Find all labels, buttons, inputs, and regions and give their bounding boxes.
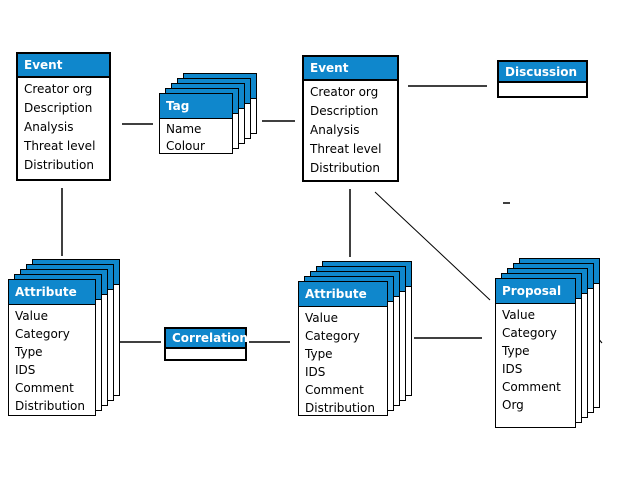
field-label: Category xyxy=(305,329,360,343)
field-label: Category xyxy=(15,327,70,341)
field-label: Comment xyxy=(15,381,74,395)
entity-body: Value Category Type IDS Comment Org xyxy=(496,304,575,414)
field-label: Comment xyxy=(502,380,561,394)
entity-title: Tag xyxy=(160,94,232,119)
field-label: Distribution xyxy=(305,401,376,415)
entity-attribute-left: Attribute Value Category Type IDS Commen… xyxy=(8,279,96,416)
entity-body xyxy=(499,83,586,94)
connector-eventcenter-proposal xyxy=(374,191,491,301)
entity-attribute-center: Attribute Value Category Type IDS Commen… xyxy=(298,281,388,416)
entity-proposal: Proposal Value Category Type IDS Comment… xyxy=(495,278,576,428)
entity-body xyxy=(166,349,245,359)
field-label: Name xyxy=(166,122,202,136)
field-label: Description xyxy=(310,104,379,118)
entity-body: Value Category Type IDS Comment Distribu… xyxy=(9,305,95,415)
field-label: Category xyxy=(502,326,557,340)
field-label: Creator org xyxy=(24,82,93,96)
field-label: Description xyxy=(24,101,93,115)
entity-title: Attribute xyxy=(299,282,387,307)
field-label: Distribution xyxy=(310,161,381,175)
entity-event-center: Event Creator org Description Analysis T… xyxy=(302,55,399,182)
field-label: Threat level xyxy=(310,142,382,156)
field-label: Analysis xyxy=(24,120,74,134)
field-label: IDS xyxy=(305,365,326,379)
field-label: Type xyxy=(15,345,43,359)
field-label: Distribution xyxy=(24,158,95,172)
entity-tag-stack: Tag Name Colour xyxy=(159,73,257,154)
field-label: Type xyxy=(305,347,333,361)
field-label: Type xyxy=(502,344,530,358)
field-label: Value xyxy=(305,311,338,325)
entity-title: Event xyxy=(18,54,109,78)
entity-body: Name Colour xyxy=(160,119,232,155)
field-label: Comment xyxy=(305,383,364,397)
entity-tag: Tag Name Colour xyxy=(159,93,233,154)
entity-title: Discussion xyxy=(499,62,586,83)
entity-body: Creator org Description Analysis Threat … xyxy=(304,81,397,178)
field-label: Value xyxy=(502,308,535,322)
entity-body: Value Category Type IDS Comment Distribu… xyxy=(299,307,387,417)
field-label: Colour xyxy=(166,139,205,153)
field-label: Analysis xyxy=(310,123,360,137)
entity-title: Proposal xyxy=(496,279,575,304)
field-label: Distribution xyxy=(15,399,86,413)
entity-proposal-stack: Proposal Value Category Type IDS Comment… xyxy=(495,258,600,428)
field-label: Org xyxy=(502,398,524,412)
field-label: Threat level xyxy=(24,139,96,153)
entity-attribute-left-stack: Attribute Value Category Type IDS Commen… xyxy=(8,259,120,416)
field-label: IDS xyxy=(502,362,523,376)
entity-title: Attribute xyxy=(9,280,95,305)
entity-title: Correlation xyxy=(166,329,248,349)
field-label: IDS xyxy=(15,363,36,377)
entity-event-left: Event Creator org Description Analysis T… xyxy=(16,52,111,181)
entity-correlation: Correlation xyxy=(164,327,248,361)
entity-title: Event xyxy=(304,57,397,81)
entity-body: Creator org Description Analysis Threat … xyxy=(18,78,109,175)
field-label: Value xyxy=(15,309,48,323)
entity-attribute-center-stack: Attribute Value Category Type IDS Commen… xyxy=(298,261,412,416)
entity-discussion: Discussion xyxy=(497,60,588,98)
field-label: Creator org xyxy=(310,85,379,99)
